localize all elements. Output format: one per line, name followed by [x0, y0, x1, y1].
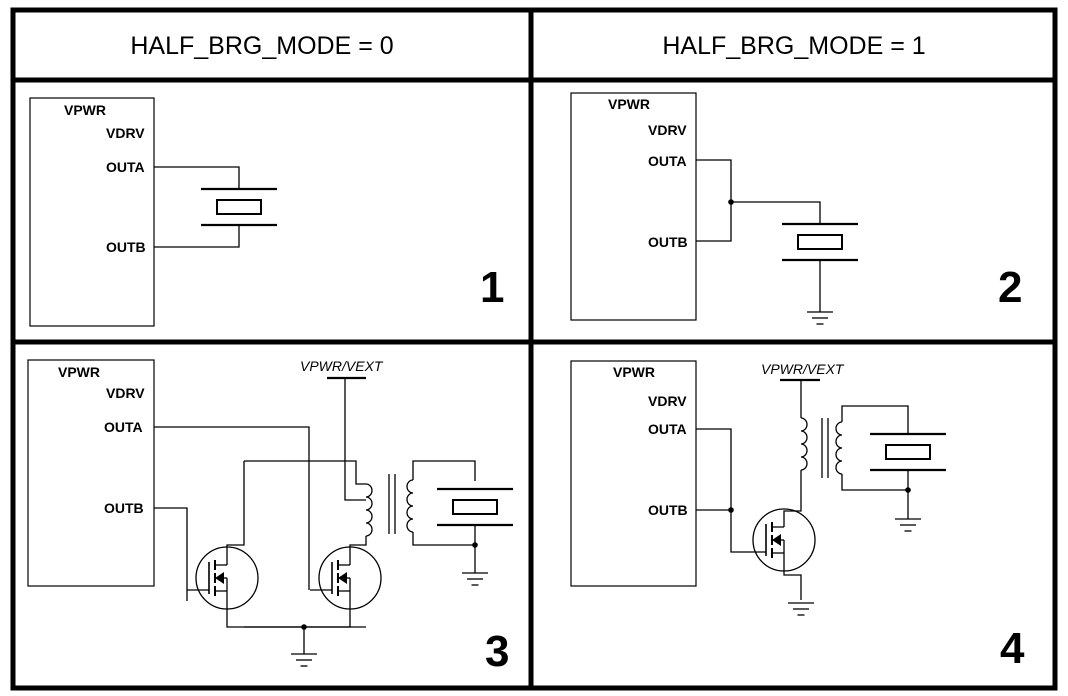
- pin-outa: OUTA: [104, 419, 143, 435]
- mosfet-right: [309, 546, 382, 610]
- panel-number-1: 1: [480, 263, 504, 312]
- ground-icon: [806, 311, 834, 325]
- pin-outb: OUTB: [648, 234, 688, 250]
- ground-icon: [894, 518, 922, 532]
- ground-icon: [290, 653, 318, 667]
- pin-vpwr: VPWR: [608, 96, 650, 112]
- mosfet: [743, 508, 816, 572]
- crystal: [780, 222, 860, 262]
- mosfet-left: [186, 546, 259, 610]
- ground-icon: [461, 572, 489, 586]
- pin-vdrv: VDRV: [106, 125, 145, 141]
- panel-1-circuit: VPWR VDRV OUTA OUTB: [29, 97, 279, 327]
- pin-vdrv: VDRV: [106, 385, 145, 401]
- panel-number-2: 2: [998, 263, 1022, 312]
- pin-outb: OUTB: [648, 502, 688, 518]
- ground-icon: [787, 602, 815, 616]
- supply-label: VPWR/VEXT: [761, 361, 845, 377]
- crystal: [868, 432, 948, 472]
- pin-outa: OUTA: [648, 421, 687, 437]
- pin-outa: OUTA: [648, 153, 687, 169]
- pin-outb: OUTB: [104, 500, 144, 516]
- transformer-secondary: [835, 421, 843, 475]
- ic-block: [570, 360, 697, 587]
- crystal: [435, 487, 515, 527]
- panel-number-3: 3: [485, 627, 509, 676]
- pin-outa: OUTA: [106, 159, 145, 175]
- transformer-primary: [365, 483, 373, 537]
- ic-block: [29, 97, 155, 327]
- table-frame: [10, 7, 1058, 691]
- pin-vpwr: VPWR: [613, 364, 655, 380]
- pin-vdrv: VDRV: [648, 393, 687, 409]
- ic-block: [27, 359, 155, 587]
- panel-2-circuit: VPWR VDRV OUTA OUTB: [570, 92, 860, 325]
- crystal: [199, 187, 279, 227]
- pin-outb: OUTB: [106, 239, 146, 255]
- ic-block: [570, 92, 697, 321]
- pin-vpwr: VPWR: [58, 364, 100, 380]
- header-mode-0: HALF_BRG_MODE = 0: [130, 32, 393, 60]
- panel-number-4: 4: [1000, 624, 1025, 673]
- transformer-primary: [800, 417, 808, 471]
- header-mode-1: HALF_BRG_MODE = 1: [662, 32, 925, 60]
- transformer-secondary: [406, 479, 414, 533]
- panel-3-circuit: VPWR VDRV OUTA OUTB VPWR/VEXT: [27, 358, 515, 667]
- panel-4-circuit: VPWR VDRV OUTA OUTB VPWR/VEXT: [570, 360, 948, 616]
- pin-vdrv: VDRV: [648, 122, 687, 138]
- pin-vpwr: VPWR: [64, 102, 106, 118]
- supply-label: VPWR/VEXT: [300, 358, 384, 374]
